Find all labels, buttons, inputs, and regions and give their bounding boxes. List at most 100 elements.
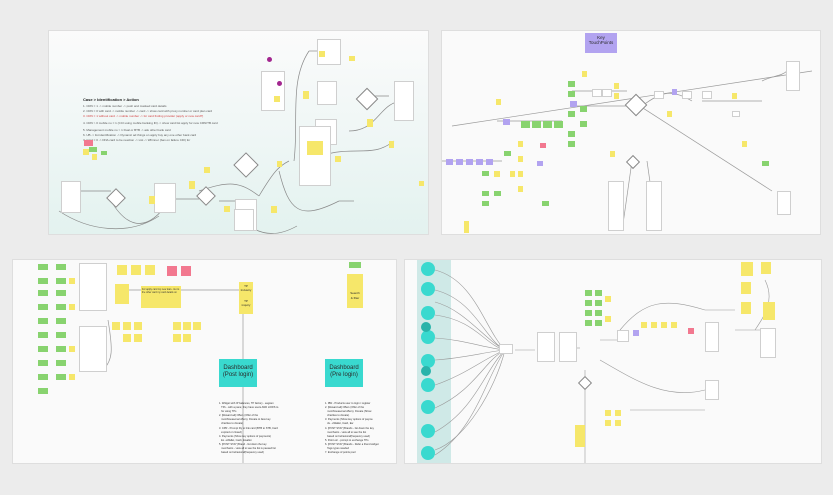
- sticky-note[interactable]: [641, 322, 647, 328]
- sticky-note[interactable]: [319, 51, 325, 57]
- call-note[interactable]: For apply card my new loan...Go to the o…: [141, 286, 181, 308]
- flow-card[interactable]: [602, 89, 612, 97]
- sticky-note[interactable]: [277, 161, 282, 167]
- sticky-note[interactable]: [38, 278, 48, 284]
- sticky-note[interactable]: [69, 278, 75, 284]
- sticky-note[interactable]: [134, 334, 142, 342]
- sticky-note[interactable]: [419, 181, 424, 186]
- sticky-note[interactable]: [741, 282, 751, 294]
- sticky-note[interactable]: [732, 93, 737, 99]
- flow-card-start[interactable]: [61, 181, 81, 213]
- sticky-note[interactable]: [543, 121, 552, 128]
- sticky-note[interactable]: [173, 322, 181, 330]
- sticky-note[interactable]: [101, 151, 107, 155]
- sticky-note[interactable]: [56, 290, 66, 296]
- sticky-note[interactable]: [580, 121, 587, 127]
- flow-card[interactable]: [705, 380, 719, 400]
- sticky-note[interactable]: [56, 304, 66, 310]
- channel-circle[interactable]: [421, 330, 435, 344]
- flow-card[interactable]: [617, 330, 629, 342]
- sticky-note[interactable]: [183, 334, 191, 342]
- flow-card[interactable]: [682, 91, 692, 99]
- sticky-note[interactable]: [83, 149, 89, 155]
- sticky-note[interactable]: [585, 320, 592, 326]
- sticky-note[interactable]: [651, 322, 657, 328]
- sticky-note[interactable]: [367, 119, 373, 127]
- sticky-note[interactable]: [595, 290, 602, 296]
- sticky-note[interactable]: [510, 171, 515, 177]
- sticky-note[interactable]: [115, 284, 129, 304]
- sticky-note[interactable]: [56, 374, 66, 380]
- sticky-note[interactable]: [303, 91, 309, 99]
- flow-card[interactable]: [646, 181, 662, 231]
- sticky-note[interactable]: [464, 221, 469, 227]
- sticky-note[interactable]: [307, 141, 323, 155]
- sticky-note[interactable]: [456, 159, 463, 165]
- flow-card[interactable]: [702, 91, 712, 99]
- sticky-note[interactable]: [38, 360, 48, 366]
- flow-card[interactable]: [705, 322, 719, 352]
- sticky-note[interactable]: [38, 388, 48, 394]
- sticky-note[interactable]: [568, 91, 575, 97]
- sticky-note[interactable]: [763, 302, 775, 320]
- sticky-note[interactable]: [167, 266, 177, 276]
- channel-circle[interactable]: [421, 446, 435, 460]
- sticky-note[interactable]: [38, 332, 48, 338]
- sticky-note[interactable]: [123, 322, 131, 330]
- sticky-note[interactable]: [335, 156, 341, 162]
- sticky-note[interactable]: [595, 320, 602, 326]
- sticky-note[interactable]: [568, 131, 575, 137]
- flow-card[interactable]: [592, 89, 602, 97]
- sticky-note[interactable]: [568, 111, 575, 117]
- sticky-note[interactable]: [476, 159, 483, 165]
- sticky-note[interactable]: [568, 81, 575, 87]
- sticky-note[interactable]: [610, 151, 615, 157]
- sticky-note[interactable]: [540, 143, 546, 148]
- tp-tag[interactable]: TP Industry TP inquiry: [239, 282, 253, 314]
- channel-circle[interactable]: [421, 322, 431, 332]
- sticky-note[interactable]: [274, 96, 280, 102]
- channel-circle[interactable]: [421, 282, 435, 296]
- sticky-note[interactable]: [518, 171, 523, 177]
- sticky-note[interactable]: [595, 310, 602, 316]
- sticky-note[interactable]: [446, 159, 453, 165]
- flow-card[interactable]: [317, 39, 341, 65]
- sticky-note[interactable]: [661, 322, 667, 328]
- sticky-note[interactable]: [56, 278, 66, 284]
- sticky-note[interactable]: [542, 201, 549, 206]
- sticky-note[interactable]: [112, 322, 120, 330]
- search-filter-tag[interactable]: Search & filter: [347, 274, 363, 308]
- board-identification-flow[interactable]: Case > Identification > Action 1. CRN = …: [48, 30, 429, 235]
- flow-card[interactable]: [499, 344, 513, 354]
- flow-card[interactable]: [261, 71, 285, 111]
- sticky-note[interactable]: [89, 147, 97, 152]
- channel-circle[interactable]: [421, 424, 435, 438]
- sticky-note[interactable]: [614, 93, 619, 99]
- flow-card[interactable]: [786, 61, 800, 91]
- sticky-note[interactable]: [56, 360, 66, 366]
- channel-circle[interactable]: [421, 306, 435, 320]
- sticky-note[interactable]: [554, 121, 563, 128]
- sticky-note[interactable]: [149, 196, 155, 204]
- flow-card[interactable]: [154, 183, 176, 213]
- sticky-note[interactable]: [614, 83, 619, 89]
- sticky-note[interactable]: [532, 121, 541, 128]
- sticky-note[interactable]: [482, 191, 489, 196]
- flow-card[interactable]: [317, 81, 337, 105]
- sticky-note[interactable]: [595, 300, 602, 306]
- sticky-note[interactable]: [69, 374, 75, 380]
- sticky-note[interactable]: [181, 266, 191, 276]
- sticky-note[interactable]: [134, 322, 142, 330]
- sticky-note[interactable]: [667, 111, 672, 117]
- flow-card[interactable]: [654, 91, 664, 99]
- sticky-note[interactable]: [38, 304, 48, 310]
- sticky-note[interactable]: [537, 161, 543, 166]
- sticky-note[interactable]: [568, 141, 575, 147]
- sticky-note[interactable]: [349, 56, 355, 61]
- sticky-note[interactable]: [56, 332, 66, 338]
- flow-card[interactable]: [608, 181, 624, 231]
- dashboard-post-login-card[interactable]: Dashboard (Post login): [219, 359, 257, 387]
- channel-circle[interactable]: [421, 262, 435, 276]
- dashboard-pre-login-card[interactable]: Dashboard (Pre login): [325, 359, 363, 387]
- sticky-note[interactable]: [504, 151, 511, 156]
